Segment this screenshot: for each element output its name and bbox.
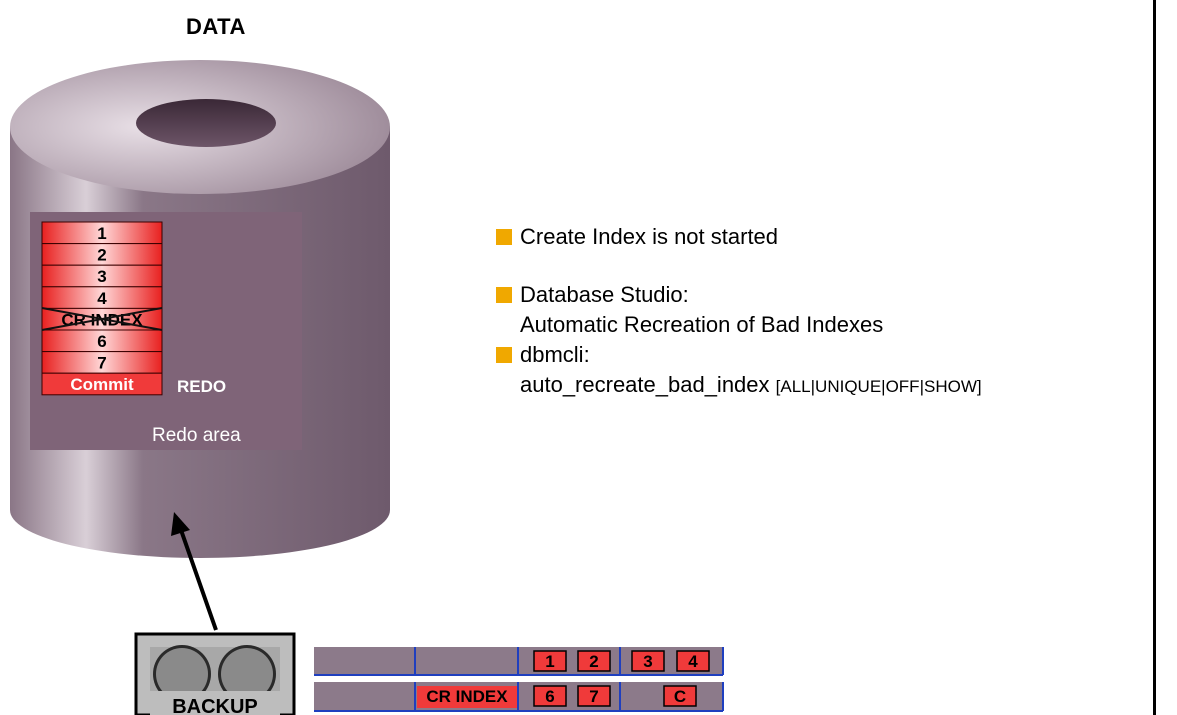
redo-entry-cell [41, 372, 163, 396]
redo-entry-label: 2 [97, 246, 106, 265]
log-entry-label: 2 [589, 652, 598, 671]
bullet-text: dbmcli: [520, 342, 590, 367]
redo-label: REDO [177, 377, 226, 396]
cr-index-cross-line [41, 307, 163, 331]
page-title: DATA [186, 14, 246, 39]
bullet-database-studio: Database Studio: Automatic Recreation of… [496, 280, 1146, 340]
bullet-text: Create Index is not started [520, 224, 779, 249]
cylinder-hole [136, 99, 276, 147]
log-entry-cell [417, 686, 517, 708]
redo-entry-label: 7 [97, 354, 106, 373]
bullet-dbmcli: dbmcli: auto_recreate_bad_index [ALL|UNI… [496, 340, 1146, 402]
log-entry-label: 7 [589, 687, 598, 706]
log-entry-label: 3 [643, 652, 652, 671]
bullet-square-icon [496, 287, 512, 303]
right-border-line [1153, 0, 1156, 715]
bullet-list: Create Index is not started Database Stu… [496, 222, 1146, 402]
log-entry-cell [577, 650, 611, 672]
log-entry-cell [676, 650, 710, 672]
redo-entry-label: 6 [97, 332, 106, 351]
log-entry-label: C [674, 687, 686, 706]
bullet-text-line2: Automatic Recreation of Bad Indexes [520, 312, 884, 337]
log-entry-cell [663, 685, 697, 707]
log-entry-label: CR INDEX [426, 687, 508, 706]
log-entry-label: 1 [545, 652, 554, 671]
backup-to-data-arrow [171, 512, 218, 631]
bullet-square-icon [496, 347, 512, 363]
bullet-text: Database Studio: [520, 282, 689, 307]
redo-entry-label: Commit [70, 375, 134, 394]
log-backup-strip: 1 2 3 4 CR INDEX 6 7 C [314, 647, 724, 712]
backup-label: BACKUP [172, 696, 258, 715]
command-name: auto_recreate_bad_index [520, 372, 776, 397]
log-entry-cell [631, 650, 665, 672]
log-entry-cell [533, 650, 567, 672]
log-entry-label: 6 [545, 687, 554, 706]
redo-area-label: Redo area [152, 425, 241, 446]
redo-entry-label: 4 [97, 289, 107, 308]
bullet-create-index: Create Index is not started [496, 222, 1146, 252]
log-entry-cell [577, 685, 611, 707]
redo-entry-label: 1 [97, 224, 106, 243]
backup-device: BACKUP [134, 632, 296, 715]
redo-entry-label: 3 [97, 267, 106, 286]
bullet-square-icon [496, 229, 512, 245]
command-options: [ALL|UNIQUE|OFF|SHOW] [775, 377, 982, 396]
log-entry-cell [533, 685, 567, 707]
log-entry-label: 4 [688, 652, 698, 671]
